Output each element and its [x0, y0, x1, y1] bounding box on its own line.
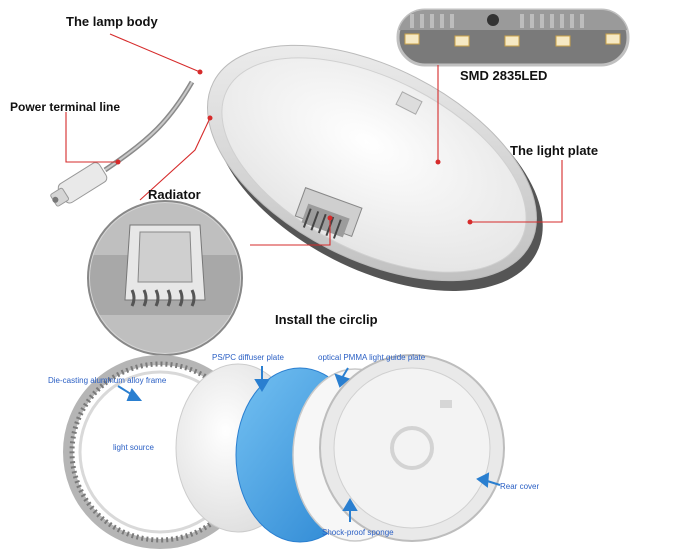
rear-cover — [319, 354, 505, 542]
label-light-plate: The light plate — [510, 143, 599, 158]
label-sponge: Shock-proof sponge — [322, 528, 394, 537]
label-frame: Die-casting aluminum alloy frame — [48, 376, 167, 385]
label-power-terminal: Power terminal line — [10, 100, 121, 114]
label-lamp-body: The lamp body — [66, 14, 158, 29]
exploded-view — [63, 354, 505, 549]
label-rear-cover: Rear cover — [500, 482, 540, 491]
label-diffuser: PS/PC diffuser plate — [212, 353, 284, 362]
label-smd-led: SMD 2835LED — [460, 68, 548, 83]
circlip-zoom — [87, 200, 243, 356]
smd-led-chips — [404, 33, 621, 47]
label-install-circlip: Install the circlip — [275, 312, 378, 327]
smd-led-zoom — [396, 8, 630, 67]
panel-lamp-illustration — [50, 44, 543, 291]
circlip — [294, 187, 363, 239]
callout-lines — [65, 33, 563, 246]
label-radiator: Radiator — [148, 187, 201, 202]
dc-connector — [50, 162, 108, 207]
power-cord — [103, 80, 195, 173]
label-light-guide: optical PMMA light guide plate — [318, 353, 426, 362]
label-light-source: light source — [113, 443, 154, 452]
light-plate — [221, 57, 527, 273]
blue-arrows — [117, 366, 501, 522]
